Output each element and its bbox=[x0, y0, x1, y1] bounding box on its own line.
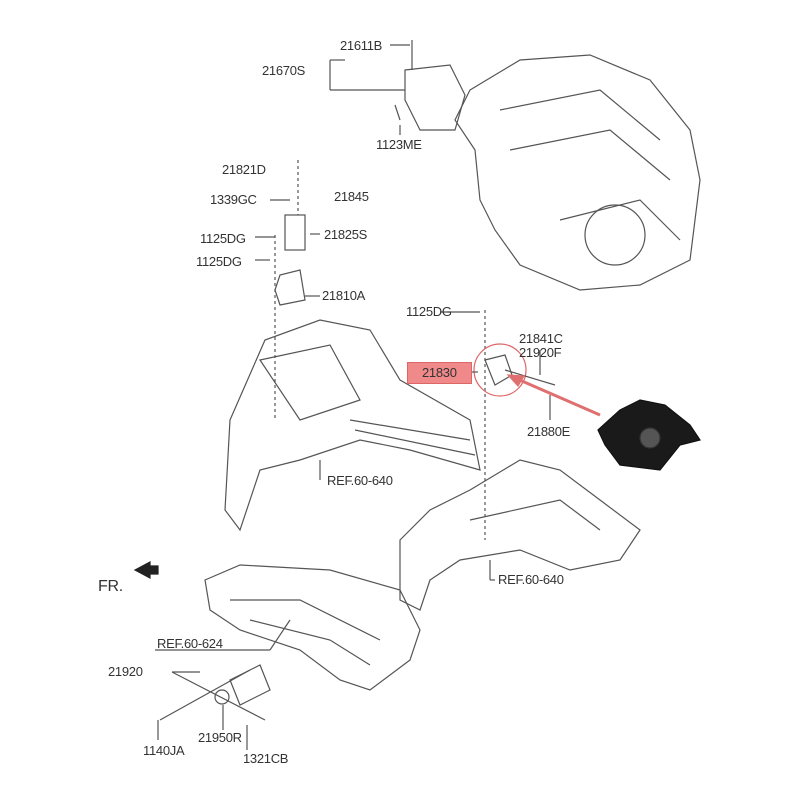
mount-photo bbox=[597, 399, 701, 471]
part-label-21920f: 21920F bbox=[519, 345, 562, 360]
part-label-21880e: 21880E bbox=[527, 424, 571, 439]
part-label-1123me: 1123ME bbox=[376, 137, 422, 152]
subframe bbox=[155, 564, 421, 691]
part-label-21841c: 21841C bbox=[519, 331, 563, 346]
part-label-21821d: 21821D bbox=[222, 162, 266, 177]
part-label-1140ja: 1140JA bbox=[143, 743, 185, 758]
highlight-arrow bbox=[514, 376, 601, 417]
front-arrow-icon bbox=[133, 561, 159, 579]
part-label-21825s: 21825S bbox=[324, 227, 368, 242]
part-label-21950r: 21950R bbox=[198, 730, 242, 745]
part-label-1125dg-b: 1125DG bbox=[196, 254, 242, 269]
part-label-1321cb: 1321CB bbox=[243, 751, 289, 766]
mount-21950r bbox=[157, 664, 271, 750]
front-direction-label: FR. bbox=[98, 578, 123, 595]
reference-label-60-624: REF.60-624 bbox=[157, 636, 223, 651]
bracket-21670s bbox=[329, 40, 466, 135]
part-label-21845: 21845 bbox=[334, 189, 369, 204]
part-label-1125dg-a: 1125DG bbox=[200, 231, 246, 246]
left-side-member bbox=[224, 319, 481, 532]
part-label-21810a: 21810A bbox=[322, 288, 366, 303]
part-label-1125dg-c: 1125DG bbox=[406, 304, 452, 319]
mount-21810a bbox=[274, 160, 320, 420]
part-label-1339gc: 1339GC bbox=[210, 192, 257, 207]
part-label-21670s: 21670S bbox=[262, 63, 306, 78]
reference-label-60-640-left: REF.60-640 bbox=[327, 473, 393, 488]
highlight-circle bbox=[473, 343, 527, 397]
part-label-21920: 21920 bbox=[108, 664, 143, 679]
engine-block bbox=[454, 54, 701, 291]
part-label-21611b: 21611B bbox=[340, 38, 383, 53]
reference-label-60-640-right: REF.60-640 bbox=[498, 572, 564, 587]
part-label-21830-highlighted: 21830 bbox=[407, 362, 472, 384]
